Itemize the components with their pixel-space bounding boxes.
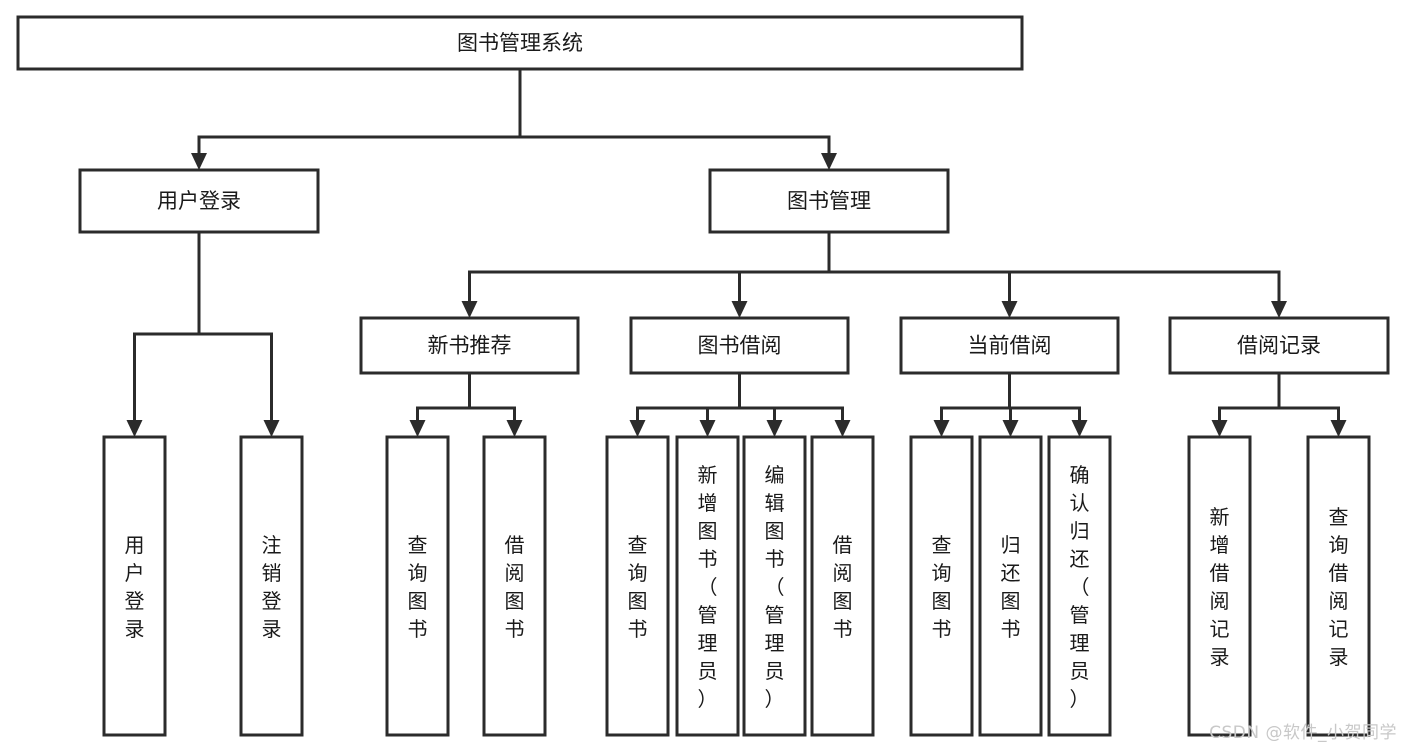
- arrow-head-icon: [1071, 420, 1088, 437]
- leaf-label: 查询图书: [408, 533, 428, 641]
- leaf-label: 确认归还（管理员）: [1070, 463, 1090, 711]
- leaf-box[interactable]: [810, 435, 875, 737]
- level2-box[interactable]: [78, 168, 320, 234]
- arrow-head-icon: [766, 420, 783, 437]
- arrow-head-icon: [126, 420, 143, 437]
- nodes-layer: 图书管理系统用户登录图书管理新书推荐图书借阅当前借阅借阅记录用户登录注销登录查询…: [16, 15, 1390, 737]
- leaf-label: 用户登录: [125, 533, 145, 641]
- leaf-node[interactable]: 查询图书: [909, 435, 974, 737]
- arrow-head-icon: [191, 153, 207, 170]
- level2-node[interactable]: 图书管理: [708, 168, 950, 234]
- leaf-label: 查询借阅记录: [1329, 505, 1349, 669]
- leaf-box[interactable]: [978, 435, 1043, 737]
- arrow-head-icon: [1271, 301, 1287, 318]
- arrow-head-icon: [1211, 420, 1228, 437]
- level3-box[interactable]: [1168, 316, 1390, 375]
- leaf-label: 新增借阅记录: [1210, 505, 1230, 669]
- level3-label: 当前借阅: [968, 334, 1052, 358]
- leaf-box[interactable]: [742, 435, 807, 737]
- level3-node[interactable]: 当前借阅: [899, 316, 1120, 375]
- level3-node[interactable]: 新书推荐: [359, 316, 580, 375]
- arrow-head-icon: [1001, 301, 1018, 318]
- leaf-box[interactable]: [1187, 435, 1252, 737]
- level3-box[interactable]: [359, 316, 580, 375]
- leaf-node[interactable]: 归还图书: [978, 435, 1043, 737]
- arrow-head-icon: [933, 420, 950, 437]
- leaf-box[interactable]: [605, 435, 670, 737]
- root-node[interactable]: 图书管理系统: [16, 15, 1024, 71]
- leaf-label: 查询图书: [628, 533, 648, 641]
- leaf-node[interactable]: 新增借阅记录: [1187, 435, 1252, 737]
- leaf-box[interactable]: [385, 435, 450, 737]
- leaf-node[interactable]: 用户登录: [102, 435, 167, 737]
- leaf-label: 借阅图书: [833, 533, 853, 641]
- arrow-head-icon: [1330, 420, 1347, 437]
- leaf-node[interactable]: 查询图书: [605, 435, 670, 737]
- arrow-head-icon: [506, 420, 523, 437]
- leaf-node[interactable]: 借阅图书: [810, 435, 875, 737]
- arrow-head-icon: [629, 420, 646, 437]
- csdn-watermark: CSDN @软件_小贺同学: [1209, 723, 1397, 743]
- level3-box[interactable]: [629, 316, 850, 375]
- leaf-node[interactable]: 查询图书: [385, 435, 450, 737]
- leaf-label: 新增图书（管理员）: [698, 463, 718, 711]
- leaf-label: 注销登录: [262, 533, 282, 641]
- arrow-head-icon: [731, 301, 748, 318]
- level3-node[interactable]: 借阅记录: [1168, 316, 1390, 375]
- leaf-label: 借阅图书: [505, 533, 525, 641]
- leaf-box[interactable]: [239, 435, 304, 737]
- leaf-node[interactable]: 查询借阅记录: [1306, 435, 1371, 737]
- leaf-node[interactable]: 编辑图书（管理员）: [742, 435, 807, 737]
- level3-label: 借阅记录: [1237, 334, 1321, 358]
- arrow-head-icon: [263, 420, 280, 437]
- leaf-node[interactable]: 新增图书（管理员）: [675, 435, 740, 737]
- level2-label: 用户登录: [157, 189, 241, 213]
- level2-box[interactable]: [708, 168, 950, 234]
- level2-node[interactable]: 用户登录: [78, 168, 320, 234]
- level3-label: 图书借阅: [698, 334, 782, 358]
- root-box[interactable]: [16, 15, 1024, 71]
- leaf-box[interactable]: [675, 435, 740, 737]
- level3-label: 新书推荐: [428, 334, 512, 358]
- arrow-head-icon: [699, 420, 716, 437]
- leaf-box[interactable]: [1047, 435, 1112, 737]
- arrow-head-icon: [1002, 420, 1019, 437]
- level3-box[interactable]: [899, 316, 1120, 375]
- arrow-head-icon: [461, 301, 478, 318]
- arrow-head-icon: [821, 153, 837, 170]
- arrow-head-icon: [834, 420, 851, 437]
- root-label: 图书管理系统: [457, 31, 583, 55]
- leaf-box[interactable]: [482, 435, 547, 737]
- leaf-box[interactable]: [909, 435, 974, 737]
- level2-label: 图书管理: [787, 189, 871, 213]
- leaf-label: 查询图书: [932, 533, 952, 641]
- arrow-head-icon: [409, 420, 426, 437]
- leaf-node[interactable]: 借阅图书: [482, 435, 547, 737]
- leaf-box[interactable]: [1306, 435, 1371, 737]
- leaf-box[interactable]: [102, 435, 167, 737]
- leaf-label: 归还图书: [1001, 533, 1021, 641]
- leaf-node[interactable]: 注销登录: [239, 435, 304, 737]
- leaf-label: 编辑图书（管理员）: [765, 463, 785, 711]
- level3-node[interactable]: 图书借阅: [629, 316, 850, 375]
- connectors-layer: [126, 67, 1347, 437]
- leaf-node[interactable]: 确认归还（管理员）: [1047, 435, 1112, 737]
